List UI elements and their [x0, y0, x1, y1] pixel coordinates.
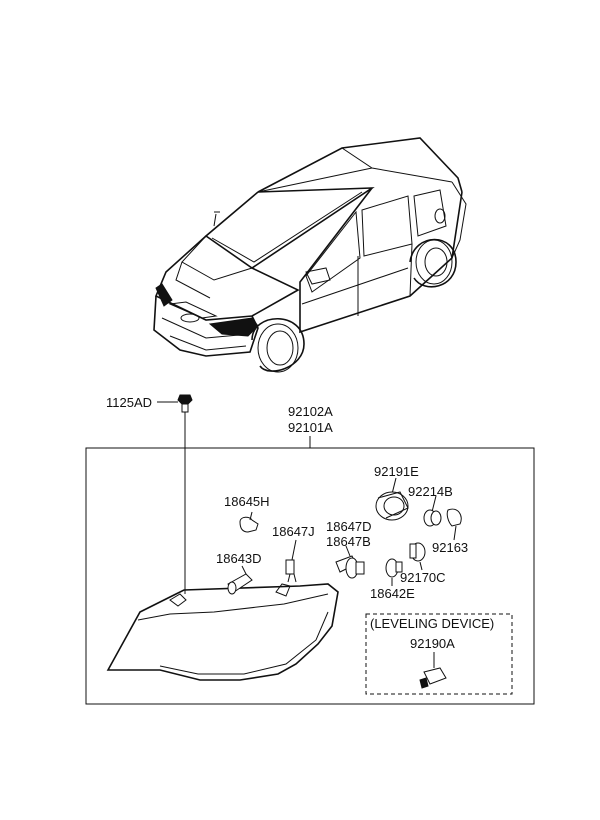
bulb-18647d-b: [335, 545, 365, 579]
bulb-18647j-label: 18647J: [272, 524, 315, 539]
bolt-label: 1125AD: [106, 395, 152, 410]
part-92163: [446, 508, 462, 541]
bulb-18643d: [227, 565, 253, 595]
bulb-18647b-label: 18647B: [326, 534, 371, 549]
assembly-lh-label: 92101A: [288, 420, 333, 435]
car-illustration: [153, 137, 467, 373]
bulb-18645h: [239, 511, 259, 533]
bulb-18642e-label: 18642E: [370, 586, 415, 601]
leveling-device-part: [419, 652, 447, 689]
bulb-18643d-label: 18643D: [216, 551, 262, 566]
leveling-device-label: 92190A: [410, 636, 455, 651]
bulb-18647j: [285, 539, 297, 583]
bulb-18647d-label: 18647D: [326, 519, 372, 534]
cap-92191e-label: 92191E: [374, 464, 419, 479]
socket-92214b-label: 92214B: [408, 484, 453, 499]
bulb-18642e: [385, 558, 403, 586]
part-92163-label: 92163: [432, 540, 468, 555]
socket-92170c-label: 92170C: [400, 570, 446, 585]
assembly-rh-label: 92102A: [288, 404, 333, 419]
bolt-1125ad: [157, 394, 193, 594]
bulb-18645h-label: 18645H: [224, 494, 270, 509]
cap-92191e: [375, 477, 409, 521]
leveling-device-title: (LEVELING DEVICE): [370, 616, 494, 631]
headlamp-housing: [106, 583, 339, 681]
socket-92214b: [423, 495, 442, 527]
socket-92170c: [409, 542, 426, 571]
assembly-box: [85, 447, 535, 705]
leveling-device-box: [365, 613, 513, 695]
